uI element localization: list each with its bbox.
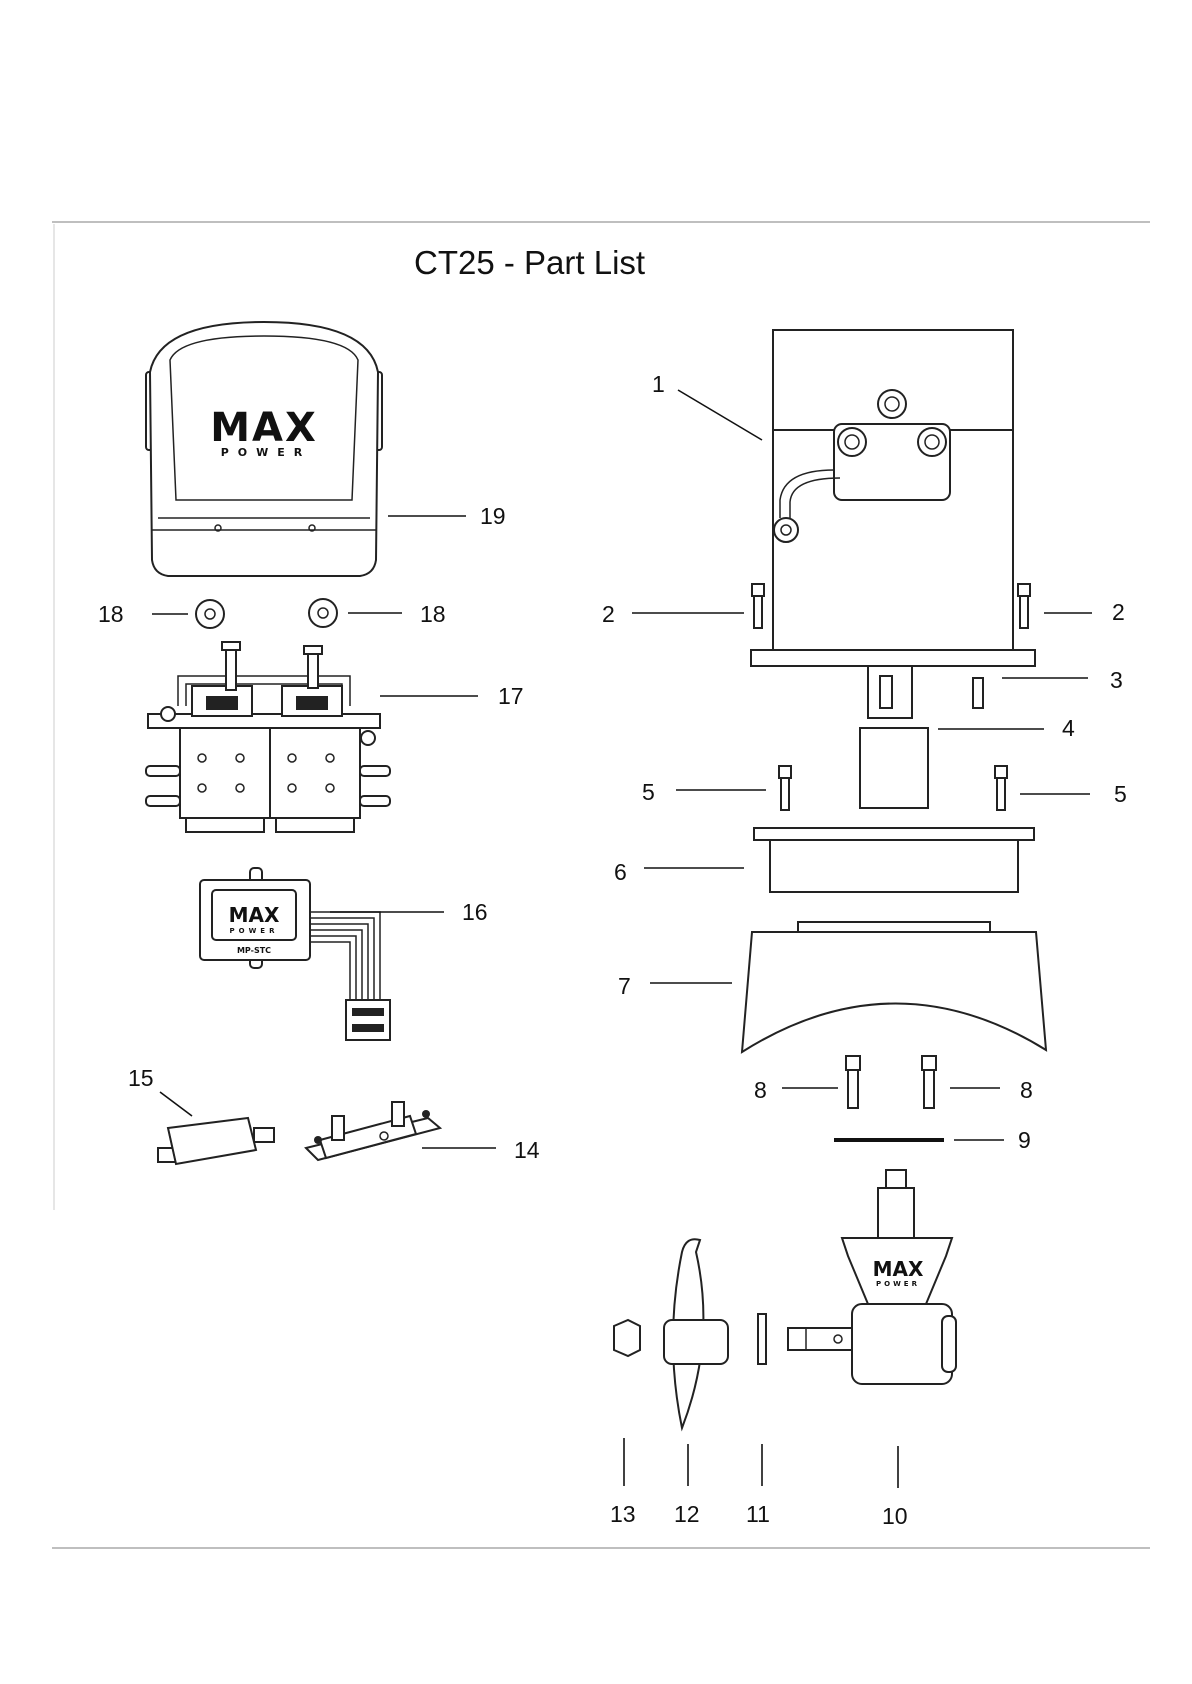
part-1-motor (751, 330, 1035, 718)
part-6-adaptor (754, 828, 1034, 892)
label-6: 6 (614, 859, 627, 885)
part-10-gearleg: MAX POWER (788, 1170, 956, 1384)
part-16-module: MAX POWER MP-STC (200, 868, 390, 1040)
label-18-left: 18 (98, 601, 124, 627)
part-13-nut (614, 1320, 640, 1356)
label-16: 16 (462, 899, 488, 925)
label-2-left: 2 (602, 601, 615, 627)
cover-logo-sub: POWER (221, 446, 312, 459)
part-14-fuse-holder (306, 1102, 440, 1160)
part-18-washers (196, 599, 337, 628)
label-17: 17 (498, 683, 524, 709)
module-logo-sub: POWER (230, 927, 279, 935)
label-2-right: 2 (1112, 599, 1125, 625)
label-18-right: 18 (420, 601, 446, 627)
page-title: CT25 - Part List (414, 244, 645, 281)
label-3: 3 (1110, 667, 1123, 693)
part-3-key (973, 678, 983, 708)
part-7-bracket (742, 922, 1046, 1052)
module-model-label: MP-STC (237, 946, 271, 955)
label-1: 1 (652, 371, 665, 397)
label-8-left: 8 (754, 1077, 767, 1103)
part-11-washer (758, 1314, 766, 1364)
cover-logo-main: MAX (210, 405, 318, 451)
label-10: 10 (882, 1503, 908, 1529)
part-8-bolts (846, 1056, 936, 1108)
label-11: 11 (746, 1501, 770, 1527)
part-19-cover: MAX POWER (146, 322, 382, 576)
gearleg-logo-sub: POWER (876, 1280, 920, 1288)
gearleg-logo-main: MAX (873, 1257, 924, 1281)
module-logo-main: MAX (229, 903, 280, 927)
part-12-propeller (664, 1239, 728, 1428)
label-5-left: 5 (642, 779, 655, 805)
label-7: 7 (618, 973, 631, 999)
label-19: 19 (480, 503, 506, 529)
label-15: 15 (128, 1065, 154, 1091)
label-12: 12 (674, 1501, 700, 1527)
part-15-fuse (158, 1118, 274, 1164)
part-4-coupler (860, 728, 928, 808)
label-13: 13 (610, 1501, 636, 1527)
label-5-right: 5 (1114, 781, 1127, 807)
label-9: 9 (1018, 1127, 1031, 1153)
label-8-right: 8 (1020, 1077, 1033, 1103)
part-17-contactor (146, 642, 390, 832)
label-14: 14 (514, 1137, 540, 1163)
label-4: 4 (1062, 715, 1075, 741)
